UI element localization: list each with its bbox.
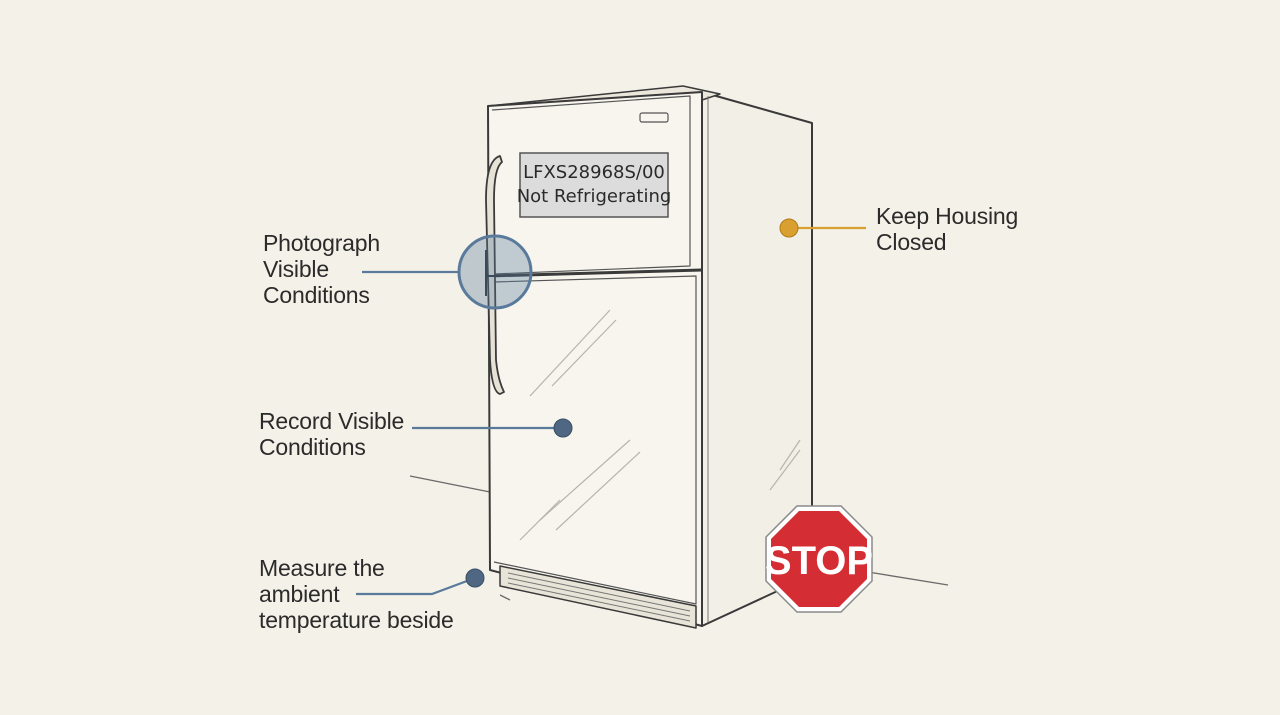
model-label: LFXS28968S/00 Not Refrigerating bbox=[517, 152, 672, 218]
record-marker-dot bbox=[553, 418, 573, 438]
leader-measure bbox=[356, 568, 485, 596]
door-handle bbox=[485, 155, 505, 395]
stop-sign-icon: STOP bbox=[765, 505, 873, 613]
measure-marker-dot bbox=[465, 568, 485, 588]
callout-record: Record Visible Conditions bbox=[259, 408, 405, 460]
door-divider bbox=[487, 268, 703, 278]
leader-housing bbox=[779, 218, 866, 238]
floor-lines bbox=[409, 475, 949, 601]
top-indicator bbox=[639, 112, 669, 123]
callout-measure: Measure the ambient temperature beside bbox=[259, 555, 454, 633]
magnifier-lens-icon bbox=[457, 234, 533, 310]
stop-sign-text: STOP bbox=[765, 539, 873, 583]
housing-marker-dot bbox=[779, 218, 799, 238]
callout-photograph: Photograph Visible Conditions bbox=[263, 230, 380, 308]
fridge-front bbox=[487, 91, 703, 627]
model-number: LFXS28968S/00 bbox=[523, 162, 665, 183]
model-status: Not Refrigerating bbox=[517, 186, 672, 207]
leader-record bbox=[412, 418, 573, 438]
callout-housing: Keep Housing Closed bbox=[876, 203, 1019, 255]
